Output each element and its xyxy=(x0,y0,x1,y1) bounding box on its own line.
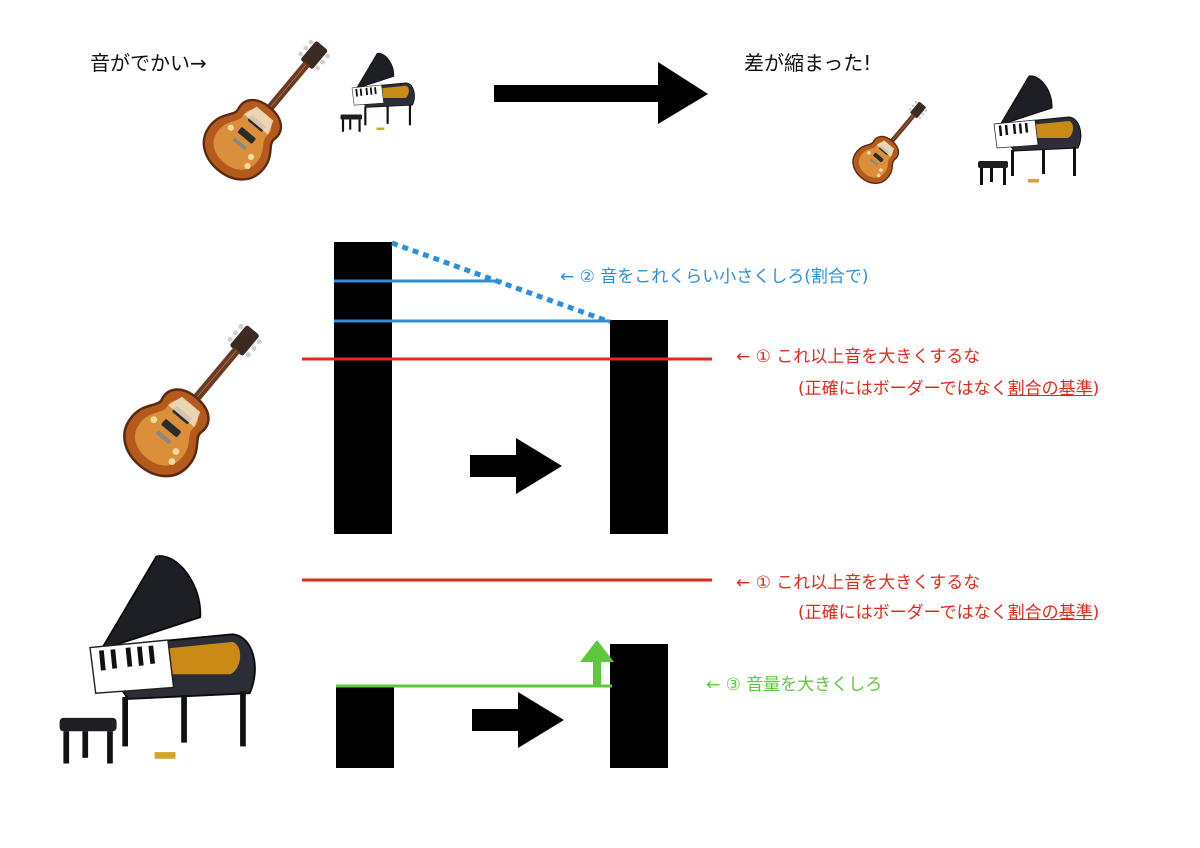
top-left-caption: 音がでかい→ xyxy=(90,51,207,75)
guitar-icon xyxy=(109,304,284,491)
guitar-icon xyxy=(190,22,350,194)
transition-arrow xyxy=(494,62,708,124)
piano-icon xyxy=(976,74,1083,187)
section-arrow xyxy=(470,438,562,494)
annotation-threshold-note: (正確にはボーダーではなく割合の基準) xyxy=(798,603,1100,623)
annotation-threshold: ← ① これ以上音を大きくするな xyxy=(736,573,981,593)
section-arrow xyxy=(472,692,564,748)
annotation-increase-volume: ← ③ 音量を大きくしろ xyxy=(706,675,883,695)
piano-icon xyxy=(60,556,255,763)
guitar-volume-bar-after xyxy=(610,320,668,534)
piano-icon xyxy=(339,52,416,133)
top-right-caption: 差が縮まった! xyxy=(744,51,872,75)
guitar-volume-bar-before xyxy=(334,242,392,534)
annotation-threshold-note: (正確にはボーダーではなく割合の基準) xyxy=(798,379,1100,399)
annotation-threshold: ← ① これ以上音を大きくするな xyxy=(736,347,981,367)
piano-volume-bar-after xyxy=(610,644,668,768)
blue-ratio-dotted-line xyxy=(391,240,611,325)
guitar-icon xyxy=(845,90,939,192)
piano-volume-bar-before xyxy=(336,686,394,768)
green-up-arrow xyxy=(580,640,614,686)
annotation-reduce-ratio: ← ② 音をこれくらい小さくしろ(割合で) xyxy=(560,267,869,287)
